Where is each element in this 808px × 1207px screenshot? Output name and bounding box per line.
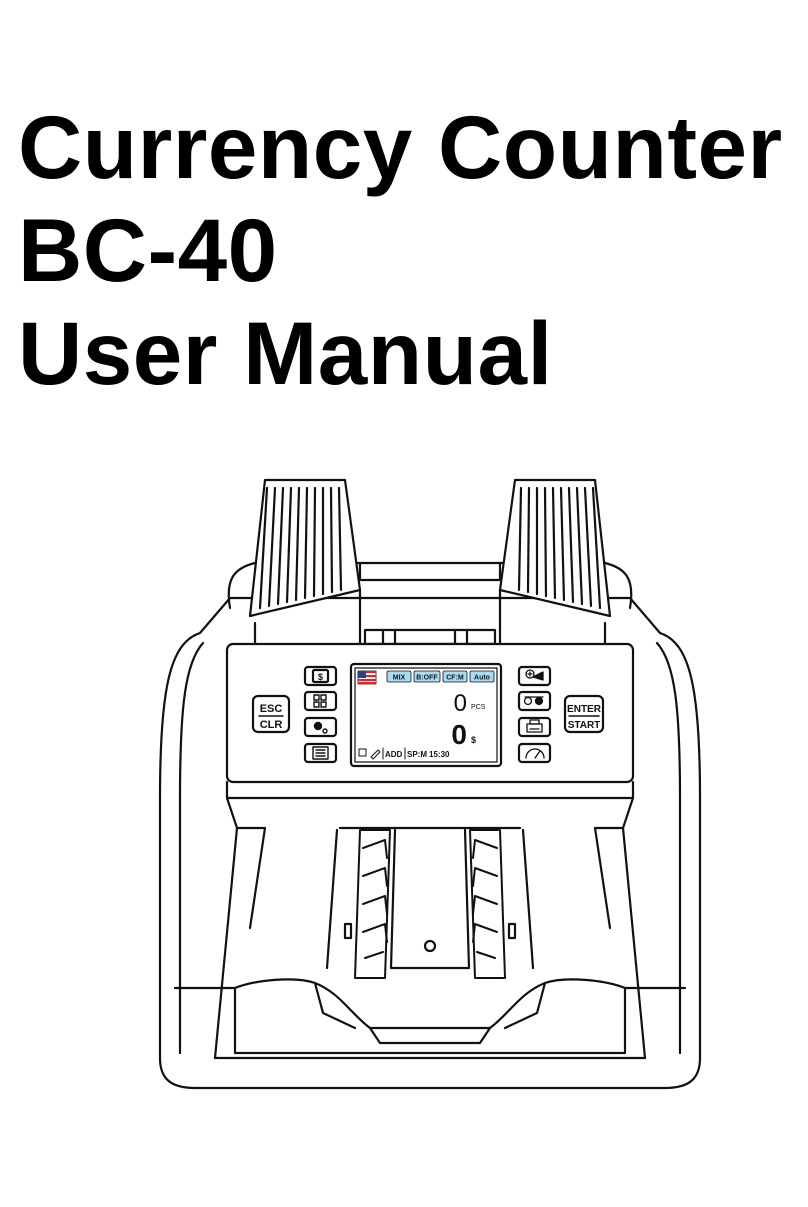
right-side-panel <box>621 796 647 1060</box>
currency-counter-illustration: ESC CLR $ <box>155 468 705 1113</box>
esc-label: ESC <box>260 703 283 715</box>
speed-key[interactable] <box>517 742 552 764</box>
esc-clr-button[interactable]: ESC CLR <box>251 694 291 734</box>
svg-text:$: $ <box>318 672 323 682</box>
status-time: 15:30 <box>429 750 450 759</box>
detect-key[interactable] <box>517 690 552 712</box>
left-stacker-wheel <box>354 829 391 979</box>
list-icon <box>312 746 329 760</box>
brush-icon <box>370 749 381 760</box>
lcd-screen: MIX B:OFF CF:M Auto 0 PCS 0 $ ADD SP:M 1… <box>349 662 503 768</box>
start-label: START <box>568 720 601 731</box>
currency-icon <box>311 668 330 684</box>
title-line-product: Currency Counter <box>18 97 783 197</box>
stack-icon <box>358 748 367 757</box>
right-hopper-guide <box>498 478 612 650</box>
piece-count: 0 <box>454 690 467 717</box>
currency-key[interactable]: $ <box>303 665 338 687</box>
mode-key[interactable] <box>303 690 338 712</box>
printer-icon <box>526 719 543 733</box>
body-inner-right <box>655 641 682 1055</box>
screen-tabs: MIX B:OFF CF:M Auto <box>386 670 495 683</box>
menu-key[interactable] <box>303 742 338 764</box>
tab-cf: CF:M <box>446 675 464 682</box>
machine-body-outline <box>158 596 702 1090</box>
stacker-divider <box>389 828 471 970</box>
grid-icon <box>313 694 327 708</box>
add-key[interactable] <box>517 665 552 687</box>
stacker-sensor <box>423 939 437 953</box>
title-line-model: BC-40 <box>18 200 278 300</box>
tab-mix: MIX <box>393 675 406 682</box>
status-bar: ADD SP:M 15:30 <box>358 747 450 760</box>
right-stacker-wheel <box>469 829 506 979</box>
left-hopper-guide <box>248 478 362 650</box>
gear-icon <box>313 721 328 734</box>
amount-total: 0 <box>451 719 467 750</box>
settings-key[interactable] <box>303 716 338 738</box>
status-mode: ADD <box>385 750 403 759</box>
left-side-panel <box>213 796 239 1060</box>
body-top-rim <box>227 561 633 610</box>
feed-slot <box>358 561 502 582</box>
us-flag-icon <box>357 670 377 685</box>
print-key[interactable] <box>517 716 552 738</box>
body-inner-left <box>178 641 205 1055</box>
add-note-icon <box>525 669 544 681</box>
tab-batch: B:OFF <box>416 675 438 682</box>
speedometer-icon <box>525 748 545 759</box>
title-line-manual: User Manual <box>18 303 553 403</box>
clr-label: CLR <box>260 719 283 731</box>
amount-unit: $ <box>471 735 476 745</box>
detect-icon <box>523 696 544 706</box>
status-speed: SP:M <box>407 750 427 759</box>
enter-label: ENTER <box>567 704 602 715</box>
tab-auto: Auto <box>474 675 490 682</box>
enter-start-button[interactable]: ENTER START <box>563 694 605 734</box>
manual-title: Currency Counter BC-40 User Manual <box>18 96 783 405</box>
feed-tray-slot <box>363 628 497 646</box>
piece-unit: PCS <box>471 704 486 711</box>
